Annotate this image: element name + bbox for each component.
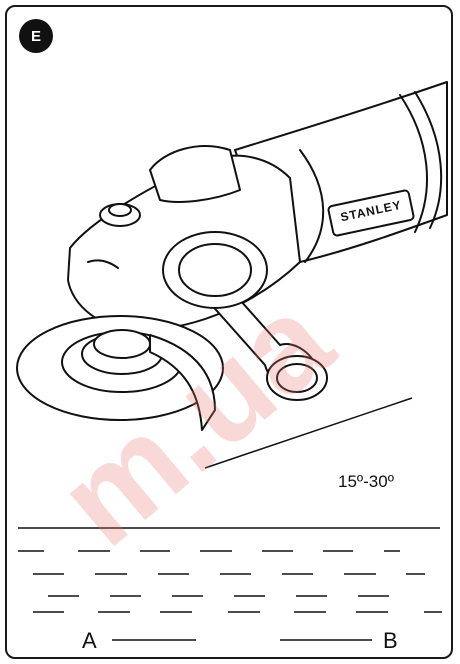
label-a: A	[82, 628, 97, 653]
disc-guard	[149, 334, 216, 431]
figure-frame	[5, 5, 453, 659]
figure-badge: E	[19, 19, 53, 53]
label-b: B	[383, 628, 398, 653]
work-surface-line	[204, 397, 413, 469]
angle-range-label: 15º-30º	[338, 472, 394, 491]
brand-plate	[327, 189, 415, 237]
surface-hatching	[18, 550, 442, 641]
